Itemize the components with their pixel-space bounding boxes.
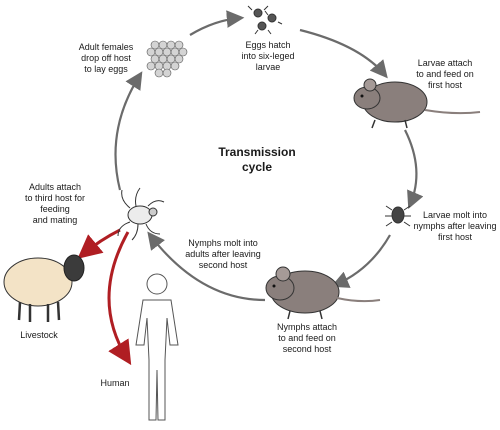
arrow-adults-to-females [114, 71, 143, 191]
label-larvae-attach: Larvae attach to and feed on first host [416, 58, 474, 90]
arrow-larvae-to-molt [404, 129, 424, 210]
label-nymphs-molt: Nymphs molt into adults after leaving se… [185, 238, 261, 270]
cycle-arrows [114, 10, 424, 302]
center-title-line: Transmission [218, 145, 296, 159]
nymph-icon [385, 205, 411, 227]
human-figure-icon [135, 273, 179, 421]
arrow-females-to-eggs [189, 10, 245, 36]
larvae-icon [247, 5, 283, 35]
arrow-nymphs-to-molt [147, 231, 266, 302]
mouse-second-host-icon [265, 266, 381, 320]
adult-tick-icon [117, 187, 165, 241]
arrow-to-human [107, 231, 132, 366]
center-title-line: cycle [241, 160, 273, 174]
center-title: Transmission cycle [202, 145, 312, 175]
label-human: Human [100, 378, 130, 388]
egg-cluster-icon [146, 40, 188, 78]
label-adults-attach: Adults attach to third host for feeding … [24, 182, 86, 225]
label-eggs-hatch: Eggs hatch into six-leged larvae [241, 40, 295, 72]
mouse-first-host-icon [353, 78, 481, 129]
host-arrows [77, 228, 132, 366]
label-larvae-molt: Larvae molt into nymphs after leaving fi… [413, 210, 497, 242]
sheep-livestock-icon [3, 254, 85, 322]
arrow-eggs-to-larvae [299, 28, 388, 79]
label-adult-females: Adult females drop off host to lay eggs [78, 42, 134, 74]
arrow-molt-to-nymphs [330, 234, 391, 288]
label-nymphs-attach: Nymphs attach to and feed on second host [276, 322, 338, 354]
arrow-to-livestock [77, 228, 121, 259]
label-livestock: Livestock [20, 330, 58, 340]
